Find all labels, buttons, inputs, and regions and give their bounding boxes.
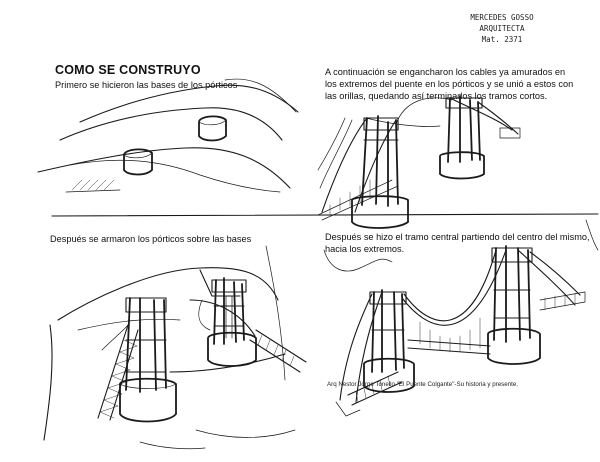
step2-caption: A continuación se engancharon los cables… <box>325 67 574 101</box>
sketch-towers <box>43 245 307 450</box>
stamp-profession: ARQUITECTA <box>479 24 525 33</box>
sketch-short-spans <box>317 95 521 229</box>
step4-caption: Después se hizo el tramo central partien… <box>325 232 590 254</box>
panel-divider <box>51 213 599 217</box>
step3-caption: Después se armaron los pórticos sobre la… <box>50 234 252 244</box>
stamp-registration: Mat. 2371 <box>481 35 523 44</box>
sketch-central-span <box>323 219 599 417</box>
step1-caption: Primero se hicieron las bases de los pór… <box>55 80 238 90</box>
citation-text: Arq Nestor Jorge Tonello "El Puente Colg… <box>327 381 519 388</box>
page-title: COMO SE CONSTRUYO <box>55 63 201 77</box>
stamp-name: MERCEDES GOSSO <box>470 13 534 22</box>
architect-stamp: MERCEDES GOSSO ARQUITECTA Mat. 2371 <box>452 12 552 45</box>
sketch-bases <box>37 78 299 193</box>
